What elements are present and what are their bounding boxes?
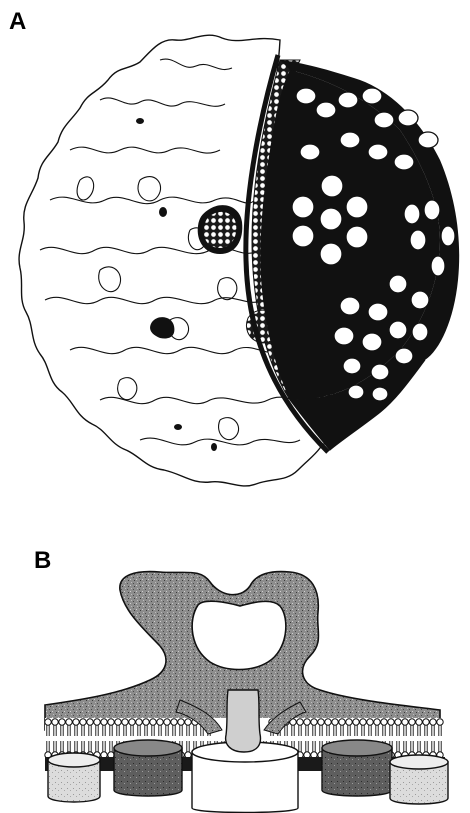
lipid-head [73,719,79,725]
lipid-head [402,719,408,725]
disc [395,348,413,364]
panel-b-figure [45,572,448,813]
panel-b-stalk [226,690,261,752]
lipid-head [430,719,436,725]
lipid-head [374,719,380,725]
lipid-head [45,719,51,725]
lipid-head [115,719,121,725]
lipid-head [381,719,387,725]
disc [321,175,343,197]
disc [296,88,316,104]
lipid-head [150,719,156,725]
lipid-head [59,719,65,725]
lipid-head [87,719,93,725]
lipid-head [318,719,324,725]
lipid-head [346,719,352,725]
lipid-head [297,719,303,725]
disc [338,92,358,108]
lipid-head [304,719,310,725]
disc [431,256,445,276]
panel-a-figure [19,35,459,486]
disc [389,275,407,293]
disc [394,154,414,170]
lipid-head [437,719,443,725]
disc [371,364,389,380]
disc [292,196,314,218]
lipid-head [143,719,149,725]
lipid-head [122,719,128,725]
lipid-head [136,719,142,725]
disc [411,291,429,309]
disc [418,132,438,148]
disc [410,230,426,250]
disc [424,200,440,220]
panel-b-protein-pocket [192,601,286,669]
disc [320,208,342,230]
lipid-head [157,719,163,725]
lipid-head [353,719,359,725]
disc [348,385,364,399]
lipid-head [101,719,107,725]
lipid-head [311,719,317,725]
disc [340,132,360,148]
lipid-head [171,719,177,725]
lipid-head [388,719,394,725]
lipid-head [185,719,191,725]
lipid-head [129,719,135,725]
disc [316,102,336,118]
disc [362,333,382,351]
lipid-head [52,719,58,725]
disc [320,243,342,265]
disc [372,387,388,401]
disc [374,112,394,128]
lipid-head [332,719,338,725]
disc [368,144,388,160]
disc [362,88,382,104]
disc [412,323,428,341]
lipid-head [409,719,415,725]
disc [404,204,420,224]
disc [389,321,407,339]
disc [398,110,418,126]
lipid-head [416,719,422,725]
lipid-head [94,719,100,725]
lipid-head [395,719,401,725]
disc [343,358,361,374]
disc [346,196,368,218]
lipid-head [360,719,366,725]
disc [441,226,455,246]
lipid-head [325,719,331,725]
lipid-head [164,719,170,725]
lipid-head [108,719,114,725]
disc [340,297,360,315]
lipid-head [66,719,72,725]
disc [292,225,314,247]
disc [300,144,320,160]
lipid-head [423,719,429,725]
lipid-head [339,719,345,725]
disc [368,303,388,321]
lipid-head [80,719,86,725]
disc [346,226,368,248]
disc [334,327,354,345]
lipid-head [367,719,373,725]
lipid-head [178,719,184,725]
